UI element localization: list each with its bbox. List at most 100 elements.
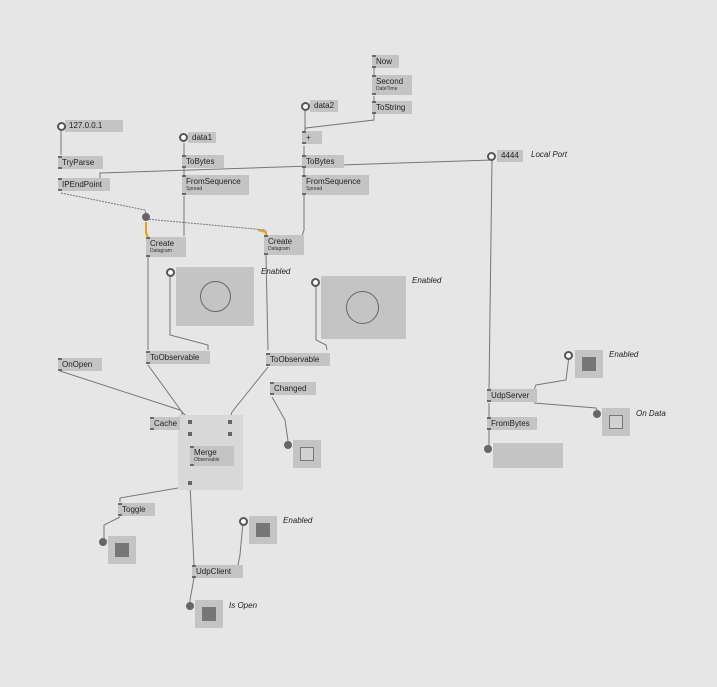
- merge-pin: [188, 481, 192, 485]
- node-now[interactable]: Now: [372, 55, 399, 68]
- node-create-datagram[interactable]: Create Datagram: [146, 237, 186, 257]
- frombytes-output-pin[interactable]: [484, 445, 492, 453]
- link: [237, 521, 244, 566]
- render-enabled-pin[interactable]: [166, 268, 175, 277]
- node-toggle[interactable]: Toggle: [118, 503, 155, 516]
- changed-output-pin[interactable]: [284, 441, 292, 449]
- link: [533, 402, 599, 413]
- changed-toggle[interactable]: [293, 440, 321, 468]
- node-sublabel: Spread: [306, 186, 323, 192]
- node-sublabel: Datagram: [150, 248, 172, 254]
- node-label: Create: [268, 237, 293, 246]
- is-open-label: Is Open: [229, 601, 258, 610]
- is-open-pin[interactable]: [186, 602, 194, 610]
- merge-pin: [188, 432, 192, 436]
- merge-pin: [228, 420, 232, 424]
- toggle-output-pin[interactable]: [99, 538, 107, 546]
- merge-pin: [228, 432, 232, 436]
- toggle-indicator: [202, 607, 216, 621]
- node-sublabel: DateTime: [376, 86, 398, 92]
- node-toobservable[interactable]: ToObservable: [146, 351, 210, 364]
- link: [145, 218, 267, 231]
- port-iobox[interactable]: 4444: [497, 150, 523, 162]
- link: [60, 192, 147, 215]
- highlight-link: [257, 229, 267, 236]
- data1-pin[interactable]: [179, 133, 188, 142]
- node-label: FromSequence: [306, 177, 361, 186]
- is-open-toggle[interactable]: [195, 600, 223, 628]
- data1-iobox[interactable]: data1: [188, 132, 216, 143]
- node-tobytes[interactable]: ToBytes: [302, 155, 344, 168]
- port-pin[interactable]: [487, 152, 496, 161]
- node-onopen[interactable]: OnOpen: [58, 358, 102, 371]
- toggle-indicator: [256, 523, 270, 537]
- on-data-label: On Data: [636, 409, 666, 418]
- client-enabled-toggle[interactable]: [249, 516, 277, 544]
- node-tostring[interactable]: ToString: [372, 101, 412, 114]
- link: [189, 484, 195, 566]
- circle-shape: [346, 291, 379, 324]
- link: [533, 355, 570, 391]
- node-tobytes[interactable]: ToBytes: [182, 155, 224, 168]
- enabled-label: Enabled: [412, 276, 442, 285]
- server-enabled-toggle[interactable]: [575, 350, 603, 378]
- link: [189, 577, 195, 603]
- node-second[interactable]: Second DateTime: [372, 75, 412, 95]
- link: [488, 159, 493, 391]
- data2-iobox[interactable]: data2: [310, 100, 338, 112]
- link: [119, 487, 179, 502]
- node-label: Second: [376, 77, 404, 86]
- node-tryparse[interactable]: TryParse: [58, 156, 103, 169]
- node-toobservable[interactable]: ToObservable: [266, 353, 330, 366]
- node-plus[interactable]: +: [302, 131, 322, 144]
- enabled-label: Enabled: [609, 350, 639, 359]
- node-cache[interactable]: Cache: [150, 417, 180, 430]
- node-create-datagram[interactable]: Create Datagram: [264, 235, 304, 255]
- ip-pin[interactable]: [57, 122, 66, 131]
- node-udpclient[interactable]: UdpClient: [192, 565, 243, 578]
- link: [169, 275, 209, 350]
- link: [303, 114, 375, 133]
- circle-shape: [200, 281, 231, 312]
- node-udpserver[interactable]: UdpServer: [487, 389, 537, 402]
- link: [103, 516, 121, 539]
- received-data-iobox[interactable]: [493, 443, 563, 468]
- enabled-label: Enabled: [261, 267, 291, 276]
- node-label: Create: [150, 239, 175, 248]
- link: [315, 284, 328, 351]
- toggle-output[interactable]: [108, 536, 136, 564]
- client-enabled-pin[interactable]: [239, 517, 248, 526]
- link: [265, 254, 269, 351]
- node-sublabel: Datagram: [268, 246, 290, 252]
- renderer-window[interactable]: [321, 276, 406, 339]
- node-fromsequence[interactable]: FromSequence Spread: [182, 175, 249, 195]
- enabled-label: Enabled: [283, 516, 313, 525]
- ip-address-iobox[interactable]: 127.0.0.1: [65, 120, 123, 132]
- link: [229, 366, 269, 419]
- node-sublabel: Spread: [186, 186, 203, 192]
- data2-pin[interactable]: [301, 102, 310, 111]
- node-changed[interactable]: Changed: [270, 382, 316, 395]
- render-enabled-pin[interactable]: [311, 278, 320, 287]
- link: [99, 159, 493, 178]
- node-label: Merge: [194, 448, 217, 457]
- server-enabled-pin[interactable]: [564, 351, 573, 360]
- node-label: FromSequence: [186, 177, 241, 186]
- on-data-pin[interactable]: [593, 410, 601, 418]
- link: [147, 364, 183, 418]
- node-ipendpoint[interactable]: IPEndPoint: [58, 178, 110, 191]
- node-fromsequence[interactable]: FromSequence Spread: [302, 175, 369, 195]
- toggle-indicator: [115, 543, 129, 557]
- toggle-indicator: [300, 447, 314, 461]
- renderer-window[interactable]: [176, 267, 254, 326]
- node-frombytes[interactable]: FromBytes: [487, 417, 537, 430]
- on-data-toggle[interactable]: [602, 408, 630, 436]
- toggle-indicator: [609, 415, 623, 429]
- link: [301, 195, 305, 237]
- endpoint-pin[interactable]: [142, 213, 150, 221]
- highlight-link: [145, 222, 149, 238]
- merge-pin: [188, 420, 192, 424]
- local-port-label: Local Port: [531, 150, 568, 159]
- node-merge-observable[interactable]: Merge Observable: [190, 446, 234, 466]
